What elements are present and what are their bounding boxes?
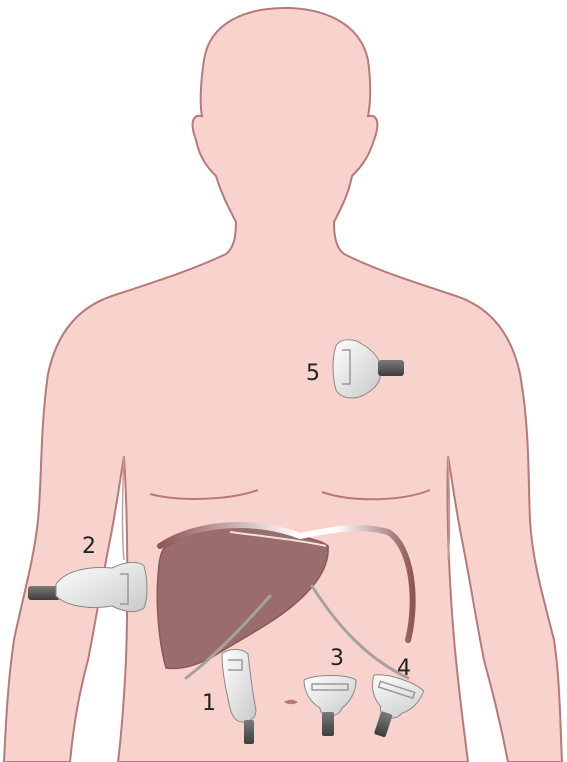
probe-1-cable xyxy=(244,720,254,744)
probe-label-3: 3 xyxy=(330,646,344,671)
probe-label-1: 1 xyxy=(202,691,216,716)
probe-2-cable xyxy=(28,586,60,600)
probe-5-cable xyxy=(378,360,404,376)
left-torso-line xyxy=(123,456,125,560)
probe-label-5: 5 xyxy=(306,361,320,386)
probe-label-2: 2 xyxy=(82,534,96,559)
body-silhouette xyxy=(4,8,562,762)
probe-3-cable xyxy=(322,712,334,736)
probe-label-4: 4 xyxy=(397,656,411,681)
